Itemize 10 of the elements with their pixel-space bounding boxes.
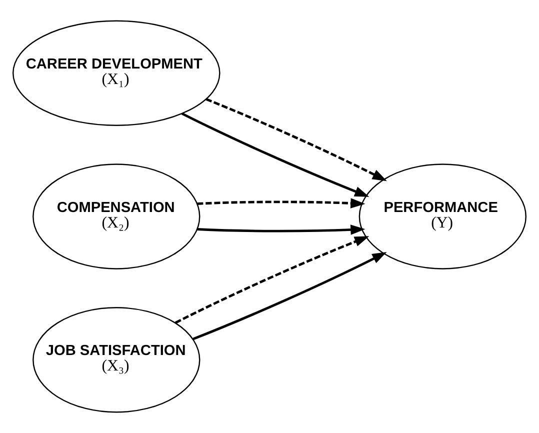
node-ellipse: CAREER DEVELOPMENT (X₁)	[12, 20, 220, 126]
arrow	[181, 112, 370, 197]
arrow	[197, 224, 366, 235]
arrow	[192, 252, 387, 340]
arrow	[206, 98, 387, 182]
node-ellipse: COMPENSATION (X₂)	[32, 164, 200, 270]
arrow	[197, 198, 366, 208]
node-ellipse: PERFORMANCE (Y)	[358, 164, 527, 270]
node-ellipse: JOB SATISFACTION (X₃)	[32, 307, 200, 413]
arrow	[174, 236, 370, 324]
